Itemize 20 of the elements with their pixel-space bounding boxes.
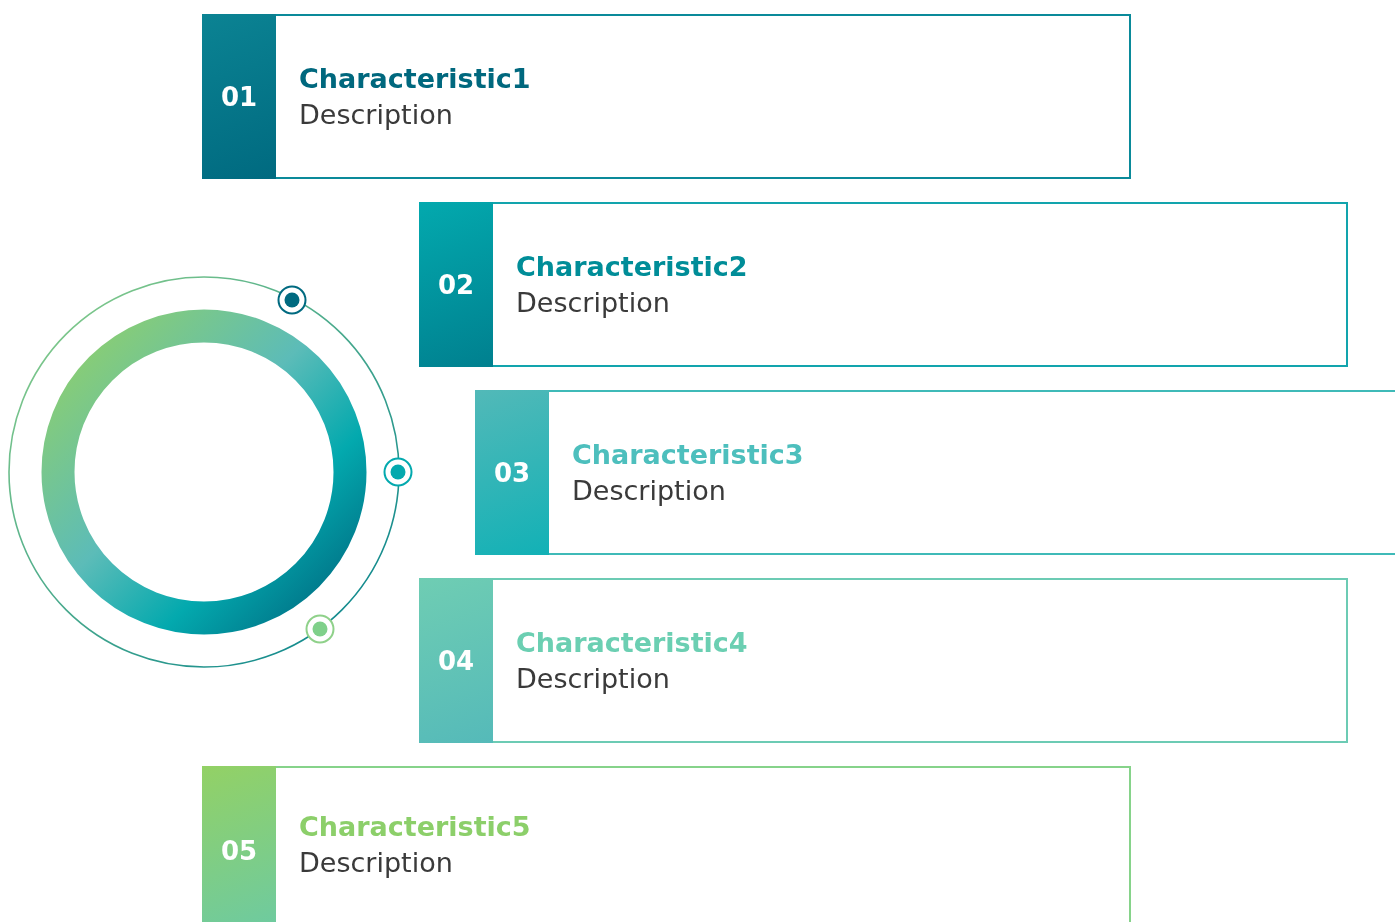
characteristic-card bbox=[202, 14, 1131, 179]
card-title: Characteristic1 bbox=[299, 61, 531, 96]
card-title: Characteristic5 bbox=[299, 810, 531, 844]
card-description: Description bbox=[299, 846, 454, 880]
step-number: 05 bbox=[220, 836, 258, 866]
step-number: 03 bbox=[493, 457, 531, 488]
card-title: Characteristic2 bbox=[516, 249, 748, 284]
step-number: 04 bbox=[437, 645, 475, 676]
card-description: Description bbox=[516, 285, 671, 320]
card-title: Characteristic4 bbox=[516, 625, 748, 660]
step-number: 02 bbox=[437, 269, 475, 300]
card-description: Description bbox=[516, 661, 671, 696]
characteristic-card bbox=[475, 390, 1395, 555]
characteristic-card bbox=[419, 578, 1348, 743]
card-description: Description bbox=[299, 97, 454, 132]
characteristic-card bbox=[202, 766, 1131, 922]
step-number: 01 bbox=[220, 81, 258, 112]
card-description: Description bbox=[572, 473, 727, 508]
characteristic-card bbox=[419, 202, 1348, 367]
card-title: Characteristic3 bbox=[572, 437, 804, 472]
